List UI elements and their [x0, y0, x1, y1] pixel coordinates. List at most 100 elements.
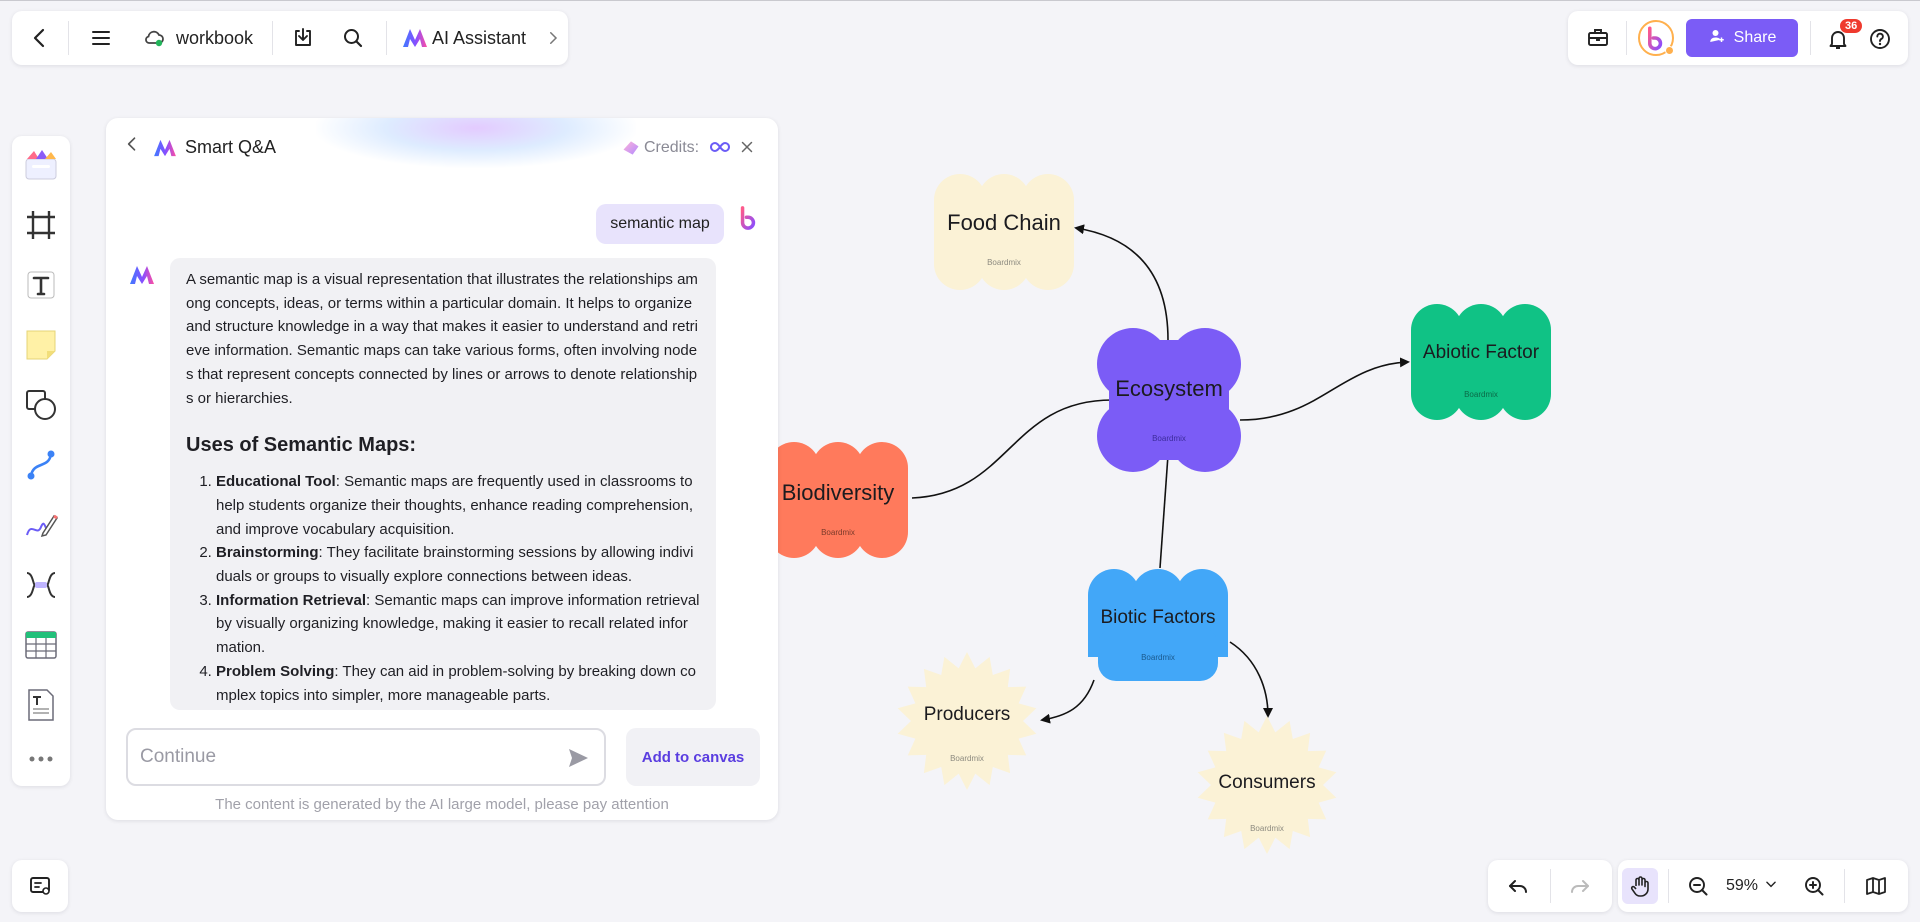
node-biotic-factors[interactable]: Biotic Factors Boardmix: [1084, 567, 1232, 687]
hand-pan-icon[interactable]: [1622, 868, 1658, 904]
node-consumers[interactable]: Consumers Boardmix: [1196, 714, 1338, 856]
header-glow: [316, 118, 636, 168]
watermark: Boardmix: [1250, 824, 1284, 833]
undo-icon[interactable]: [1500, 868, 1536, 904]
watermark: Boardmix: [950, 754, 984, 763]
document-icon: [28, 689, 54, 721]
connector-ecosystem-food-chain[interactable]: [1074, 224, 1169, 341]
watermark: Boardmix: [1141, 653, 1175, 662]
zoom-level-select[interactable]: 59%: [1726, 874, 1792, 898]
connector-ecosystem-abiotic[interactable]: [1239, 357, 1410, 421]
ai-logo-icon: [402, 27, 428, 49]
node-abiotic-factor[interactable]: Abiotic Factor Boardmix: [1407, 302, 1555, 422]
connector-line-icon: [27, 450, 55, 480]
node-label: Ecosystem: [1115, 376, 1223, 401]
node-biodiversity[interactable]: Biodiversity Boardmix: [764, 440, 912, 560]
search-icon[interactable]: [335, 20, 371, 56]
pen-icon: [26, 514, 59, 538]
watermark: Boardmix: [1152, 434, 1186, 443]
continue-input[interactable]: Continue: [126, 728, 606, 786]
node-label: Consumers: [1218, 772, 1316, 793]
node-label: Biodiversity: [781, 480, 895, 505]
board-settings-icon[interactable]: [22, 868, 58, 904]
chevron-right-icon: [544, 29, 562, 52]
notification-bell-icon[interactable]: [1820, 21, 1856, 57]
share-label: Share: [1733, 29, 1777, 46]
toolbar-divider: [68, 21, 69, 55]
ai-assistant-button[interactable]: AI Assistant: [402, 21, 562, 55]
document-title[interactable]: workbook: [176, 28, 254, 48]
frame-tool[interactable]: [18, 202, 64, 248]
node-label: Biotic Factors: [1100, 607, 1216, 628]
pen-tool[interactable]: [18, 502, 64, 548]
user-avatar-small: [734, 204, 762, 237]
toolbar-divider: [1668, 869, 1669, 903]
node-producers[interactable]: Producers Boardmix: [896, 650, 1038, 792]
node-food-chain[interactable]: Food Chain Boardmix: [930, 172, 1078, 292]
answer-intro: A semantic map is a visual representatio…: [186, 271, 698, 407]
list-item: Educational Tool: Semantic maps are freq…: [216, 470, 700, 541]
download-icon[interactable]: [285, 20, 321, 56]
shape-tool[interactable]: [18, 382, 64, 428]
share-button[interactable]: Share: [1686, 19, 1798, 57]
add-user-icon: [1708, 27, 1726, 50]
toolbar-divider: [1626, 21, 1627, 55]
toolbox-icon[interactable]: [1580, 20, 1616, 56]
watermark: Boardmix: [821, 528, 855, 537]
user-avatar[interactable]: [1638, 20, 1674, 56]
view-controls: 59%: [1618, 860, 1908, 912]
starburst-shape: [897, 652, 1037, 790]
use-text: : Semantic maps are frequently used in c…: [216, 473, 693, 538]
watermark: Boardmix: [1464, 390, 1498, 399]
use-text: : Semantic maps can improve information …: [216, 591, 700, 657]
menu-icon[interactable]: [83, 20, 119, 56]
watermark: Boardmix: [987, 258, 1021, 267]
send-icon[interactable]: [566, 746, 590, 776]
document-tool[interactable]: [18, 682, 64, 728]
cloud-sync-icon: [136, 20, 172, 56]
connector-tool[interactable]: [18, 442, 64, 488]
templates-tool[interactable]: [18, 142, 64, 188]
uses-heading: Uses of Semantic Maps:: [186, 434, 417, 457]
ai-avatar-icon: [128, 264, 156, 286]
sticky-note-tool[interactable]: [18, 322, 64, 368]
close-icon[interactable]: [733, 133, 761, 161]
top-left-toolbar: workbook AI Assistant: [12, 11, 568, 65]
redo-icon[interactable]: [1562, 868, 1598, 904]
connector-ecosystem-biodiversity[interactable]: [911, 399, 1113, 499]
templates-icon: [25, 150, 57, 180]
connector-ecosystem-biotic[interactable]: [1159, 454, 1169, 569]
add-to-canvas-button[interactable]: Add to canvas: [626, 728, 760, 786]
input-placeholder: Continue: [140, 746, 217, 767]
zoom-in-icon[interactable]: [1796, 868, 1832, 904]
connector-biotic-consumers[interactable]: [1229, 641, 1273, 718]
help-icon[interactable]: [1862, 21, 1898, 57]
table-icon: [25, 631, 57, 659]
credits-gem-icon: [620, 138, 642, 163]
ai-answer-bubble: A semantic map is a visual representatio…: [170, 258, 716, 710]
mind-map-tool[interactable]: [18, 562, 64, 608]
toolbar-divider: [1844, 869, 1845, 903]
credits-label: Credits:: [644, 139, 700, 156]
toolbar-divider: [1810, 21, 1811, 55]
table-tool[interactable]: [18, 622, 64, 668]
more-tools-button[interactable]: [18, 736, 64, 782]
shapes-icon: [26, 390, 56, 420]
zoom-level: 59%: [1726, 877, 1759, 894]
chat-title: Smart Q&A: [185, 137, 277, 157]
text-tool[interactable]: [18, 262, 64, 308]
use-term: Brainstorming: [216, 544, 319, 562]
user-message-bubble: semantic map: [596, 204, 724, 244]
notification-count-badge: 36: [1840, 19, 1863, 33]
node-ecosystem[interactable]: Ecosystem Boardmix: [1095, 326, 1243, 474]
back-icon[interactable]: [22, 20, 58, 56]
use-term: Problem Solving: [216, 662, 335, 680]
node-label: Food Chain: [947, 210, 1061, 235]
map-icon[interactable]: [1858, 868, 1894, 904]
connector-biotic-producers[interactable]: [1040, 679, 1095, 724]
window-top-border: [0, 0, 1920, 1]
text-icon: [27, 271, 55, 299]
zoom-out-icon[interactable]: [1680, 868, 1716, 904]
chat-back-icon[interactable]: [118, 130, 146, 158]
